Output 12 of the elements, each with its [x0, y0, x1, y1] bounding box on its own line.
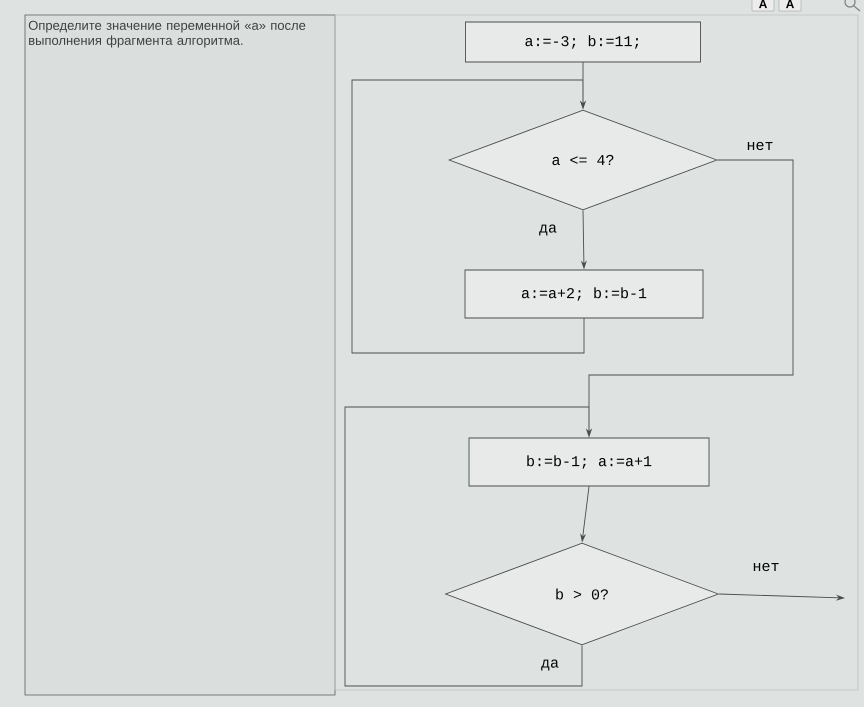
- edge-label: да: [538, 223, 558, 237]
- edge-label: да: [540, 658, 560, 672]
- edge-label: нет: [752, 562, 781, 572]
- process-box: a:=a+2; b:=b-1: [464, 270, 704, 318]
- process-box: b:=b-1; a:=a+1: [468, 438, 710, 486]
- process-box: a:=-3; b:=11;: [465, 22, 701, 62]
- font-size-button: A: [752, 0, 774, 12]
- question-text: Определите значение переменной «a» после выполнения фрагмента алгоритма.: [28, 20, 306, 48]
- edge-label: нет: [746, 140, 774, 152]
- font-size-button: A: [778, 0, 802, 12]
- arrow: [344, 406, 592, 686]
- arrow: [352, 80, 586, 354]
